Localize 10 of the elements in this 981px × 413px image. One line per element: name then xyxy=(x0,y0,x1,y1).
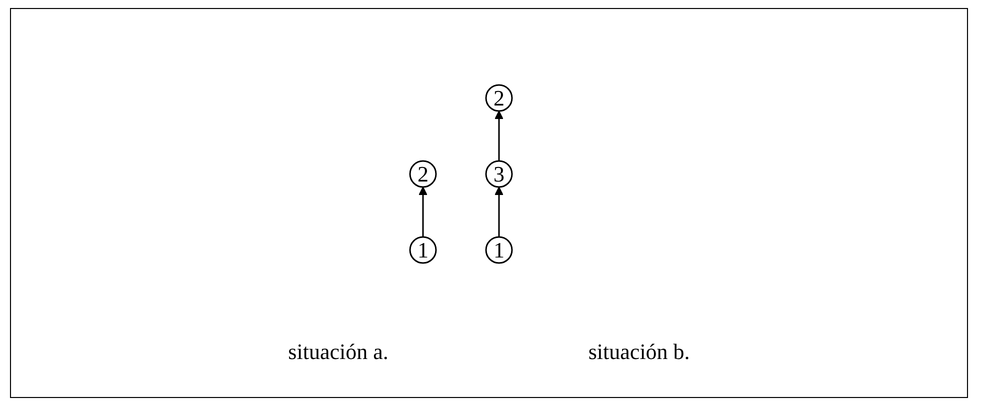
arrow xyxy=(494,110,504,161)
caption-text: situación a. xyxy=(288,339,388,365)
caption-text: situación b. xyxy=(588,339,690,365)
node-circle: 3 xyxy=(485,160,513,188)
arrow xyxy=(418,186,428,237)
node-circle: 1 xyxy=(485,236,513,264)
node-circle: 2 xyxy=(485,84,513,112)
node-circle: 1 xyxy=(409,236,437,264)
node-circle: 2 xyxy=(409,160,437,188)
arrow xyxy=(494,186,504,237)
